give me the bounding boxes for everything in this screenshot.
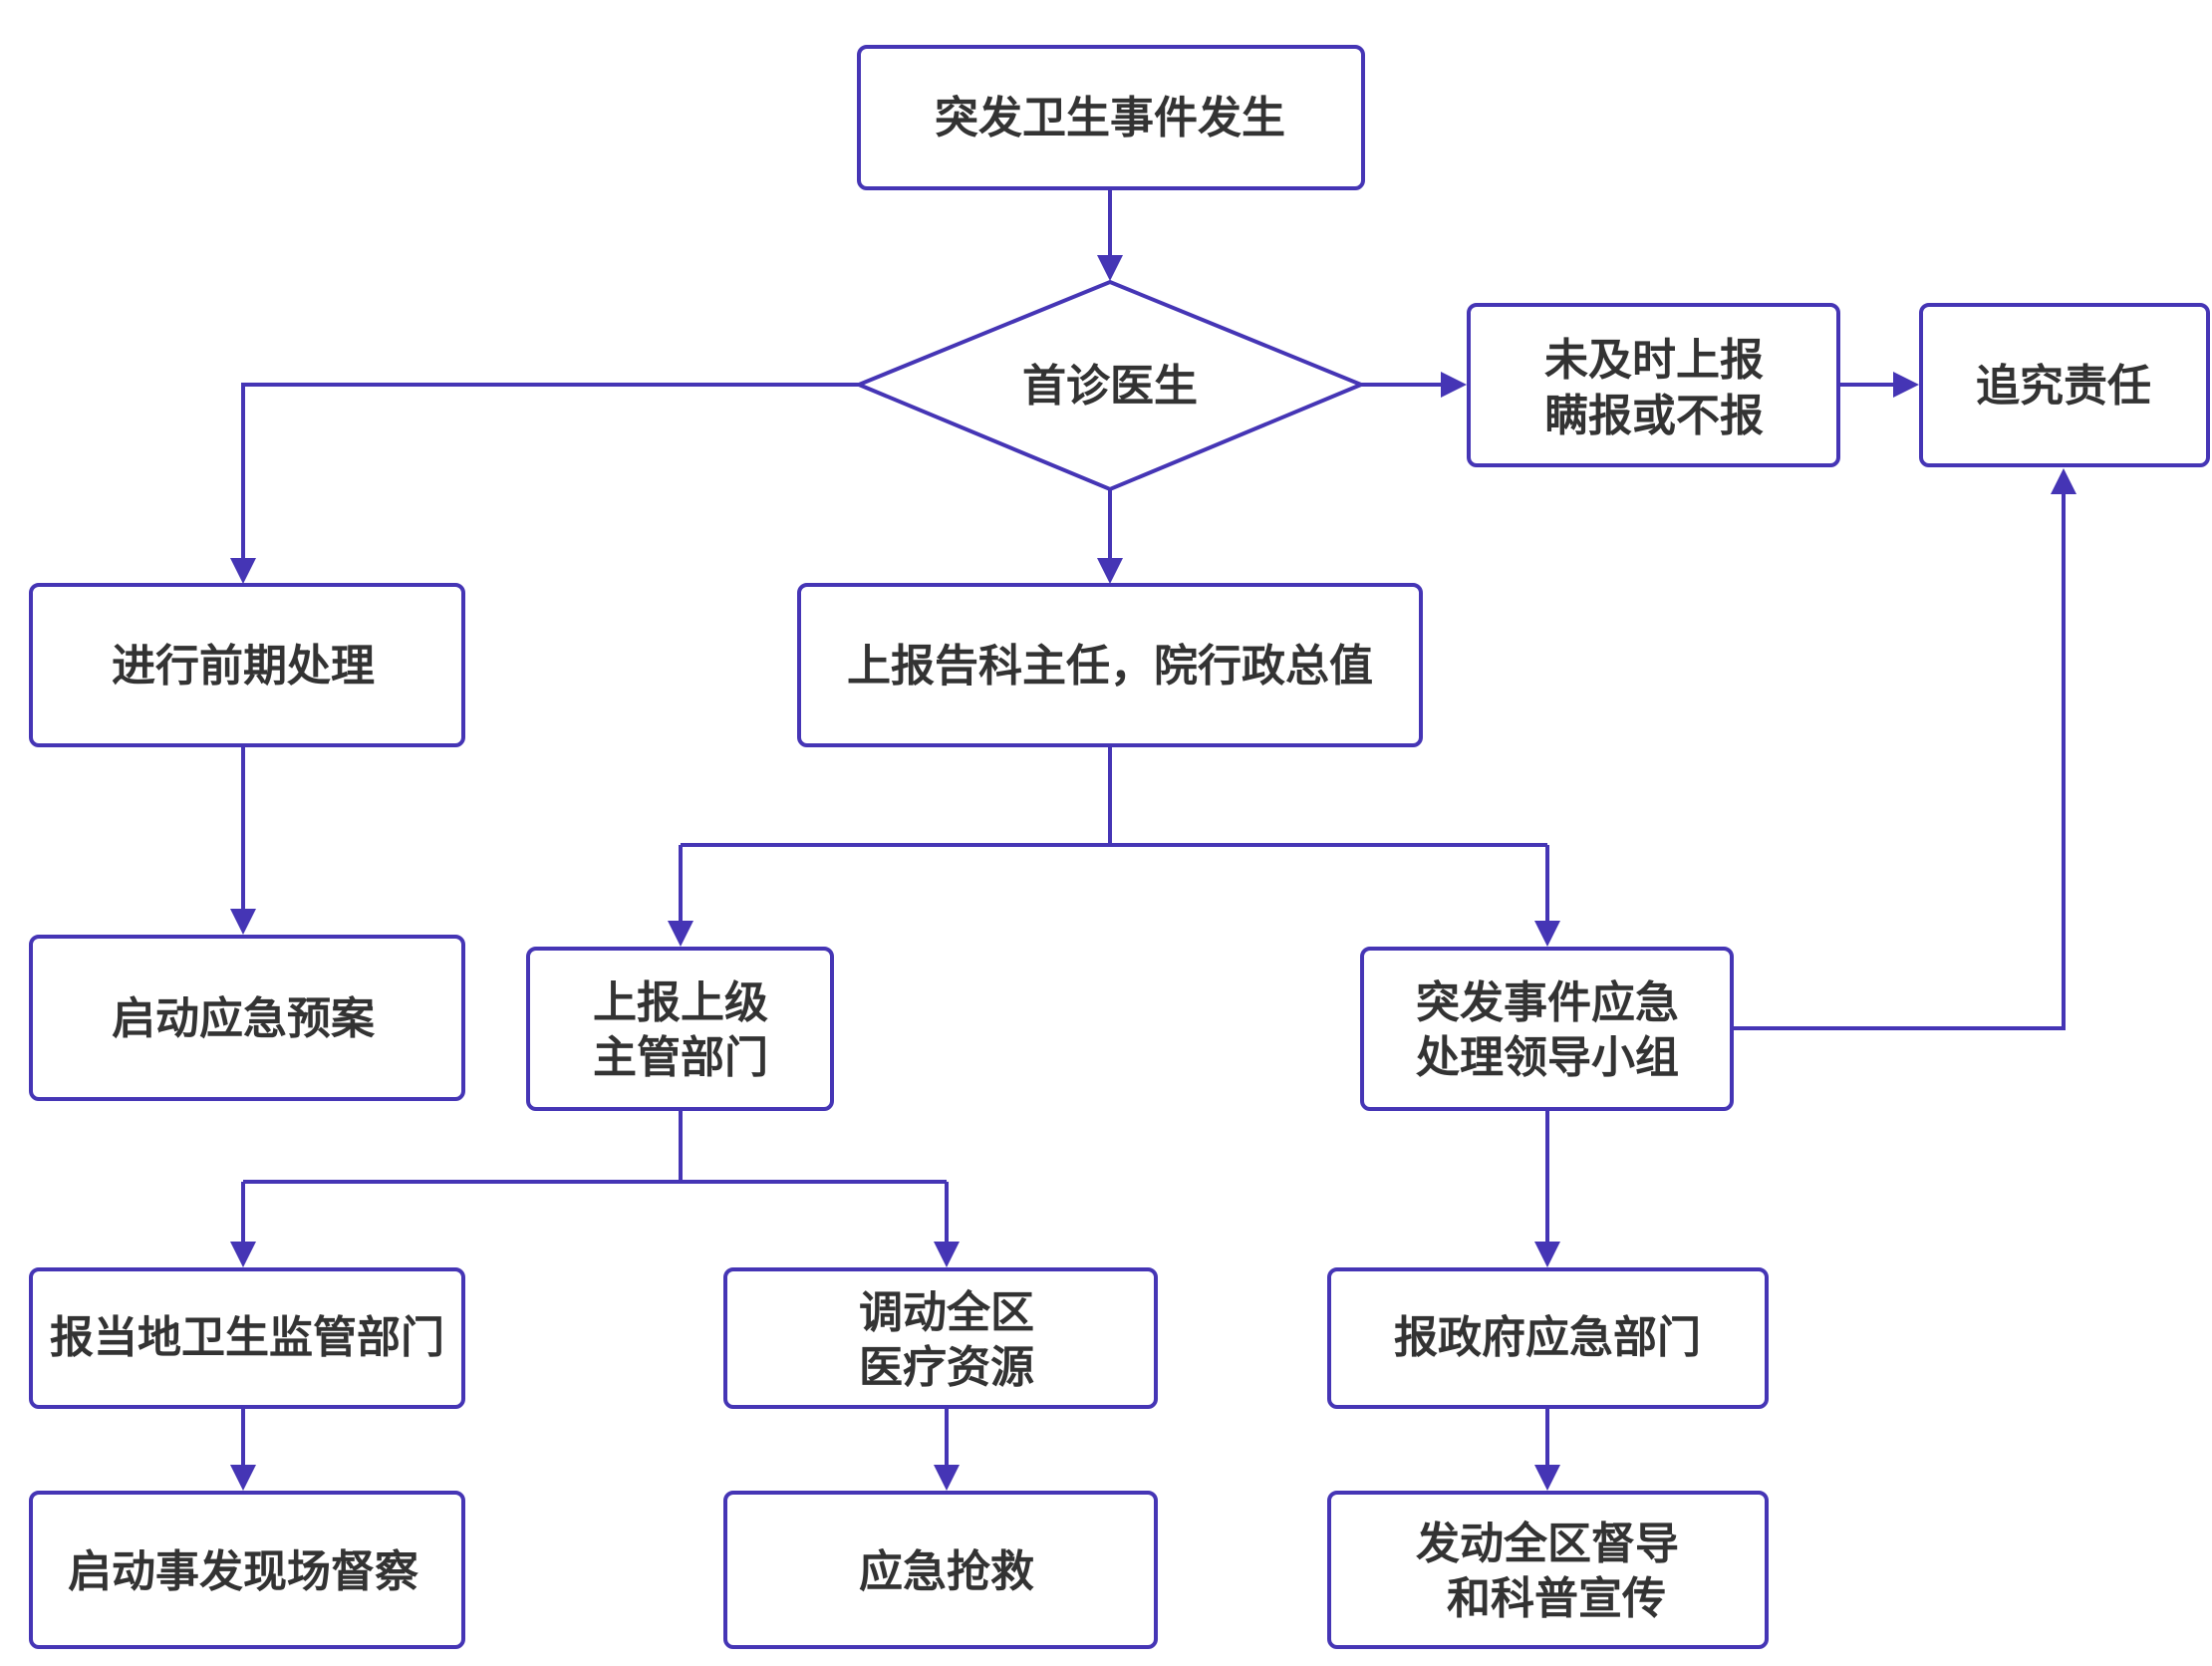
node-report-superior: 上报上级 主管部门 — [526, 947, 834, 1111]
arrowhead-late-report-to-accountability — [1893, 372, 1919, 398]
node-report-superior-line-2: 主管部门 — [593, 1032, 768, 1083]
node-report-superior-line-1: 上报上级 — [593, 977, 768, 1028]
node-supervision-publicity-line-1: 发动全区督导 — [1416, 1519, 1679, 1569]
node-leading-group-box — [1360, 947, 1734, 1111]
node-gov-emergency-box — [1327, 1267, 1769, 1409]
arrowhead-doctor-to-late-report — [1441, 372, 1467, 398]
node-leading-group-line-1: 突发事件应急 — [1416, 977, 1679, 1028]
node-first-doctor: 首诊医生 — [853, 279, 1367, 492]
node-local-supervision-label: 报当地卫生监管部门 — [50, 1312, 444, 1363]
arrowhead-doctor-to-director — [1097, 558, 1123, 584]
node-supervision-publicity-line-2: 和科普宣传 — [1447, 1573, 1666, 1624]
node-accountability-label: 追究责任 — [1976, 361, 2151, 412]
node-report-director-label: 上报告科主任，院行政总值 — [847, 641, 1373, 692]
node-gov-emergency: 报政府应急部门 — [1327, 1267, 1769, 1409]
node-report-superior-box — [526, 947, 834, 1111]
connectors — [230, 190, 2076, 1491]
arrowhead-leading-group-to-accountability — [2051, 468, 2076, 494]
node-supervision-publicity: 发动全区督导 和科普宣传 — [1327, 1491, 1769, 1649]
node-site-inspection-label: 启动事发现场督察 — [68, 1546, 418, 1597]
arrowhead-resources-to-rescue — [934, 1465, 960, 1491]
node-mobilize-resources: 调动全区 医疗资源 — [723, 1267, 1158, 1409]
node-rescue-label: 应急抢救 — [859, 1546, 1034, 1597]
node-first-doctor-label: 首诊医生 — [1022, 361, 1198, 412]
node-accountability-box — [1919, 303, 2210, 467]
node-mobilize-resources-box — [723, 1267, 1158, 1409]
node-late-report-box — [1467, 303, 1840, 467]
node-late-report-line-2: 瞒报或不报 — [1544, 391, 1764, 441]
arrowhead-leading-group-to-gov — [1534, 1242, 1560, 1267]
node-preliminary-label: 进行前期处理 — [112, 641, 375, 692]
node-event-occurs-label: 突发卫生事件发生 — [935, 93, 1285, 143]
node-accountability: 追究责任 — [1919, 303, 2210, 467]
edge-superior-split — [243, 1109, 947, 1184]
node-rescue: 应急抢救 — [723, 1491, 1158, 1649]
arrowhead-doctor-to-preliminary — [230, 558, 256, 584]
edge-leading-group-to-accountability — [1733, 494, 2066, 1030]
node-late-report-line-1: 未及时上报 — [1544, 335, 1764, 386]
node-preliminary-box — [29, 583, 465, 747]
nodes: 突发卫生事件发生 首诊医生 未及时上报 瞒报或不报 追究责任 进行前期处理 上报… — [29, 45, 2210, 1649]
arrowhead-gov-to-publicity — [1534, 1465, 1560, 1491]
node-first-doctor-diamond — [853, 279, 1367, 492]
node-emergency-plan: 启动应急预案 — [29, 935, 465, 1101]
edge-doctor-to-preliminary — [241, 383, 859, 558]
node-event-occurs-box — [857, 45, 1365, 190]
node-site-inspection-box — [29, 1491, 465, 1649]
arrowhead-director-to-superior — [668, 921, 693, 947]
node-emergency-plan-box — [29, 935, 465, 1101]
node-local-supervision-box — [29, 1267, 465, 1409]
node-late-report: 未及时上报 瞒报或不报 — [1467, 303, 1840, 467]
node-report-director: 上报告科主任，院行政总值 — [797, 583, 1423, 747]
node-leading-group: 突发事件应急 处理领导小组 — [1360, 947, 1734, 1111]
node-gov-emergency-label: 报政府应急部门 — [1394, 1312, 1701, 1363]
arrowhead-preliminary-to-plan — [230, 909, 256, 935]
node-mobilize-resources-line-2: 医疗资源 — [859, 1342, 1034, 1393]
node-event-occurs: 突发卫生事件发生 — [857, 45, 1365, 190]
arrowhead-event-to-doctor — [1097, 255, 1123, 281]
node-emergency-plan-label: 启动应急预案 — [112, 993, 376, 1044]
node-mobilize-resources-line-1: 调动全区 — [859, 1287, 1034, 1338]
node-site-inspection: 启动事发现场督察 — [29, 1491, 465, 1649]
arrowhead-superior-to-resources — [934, 1242, 960, 1267]
node-report-director-box — [797, 583, 1423, 747]
node-preliminary: 进行前期处理 — [29, 583, 465, 747]
node-local-supervision: 报当地卫生监管部门 — [29, 1267, 465, 1409]
arrowhead-local-to-inspection — [230, 1465, 256, 1491]
node-rescue-box — [723, 1491, 1158, 1649]
arrowhead-superior-to-local — [230, 1242, 256, 1267]
arrowhead-director-to-leading-group — [1534, 921, 1560, 947]
node-supervision-publicity-box — [1327, 1491, 1769, 1649]
node-leading-group-line-2: 处理领导小组 — [1416, 1032, 1679, 1083]
edge-director-split — [681, 743, 1547, 847]
